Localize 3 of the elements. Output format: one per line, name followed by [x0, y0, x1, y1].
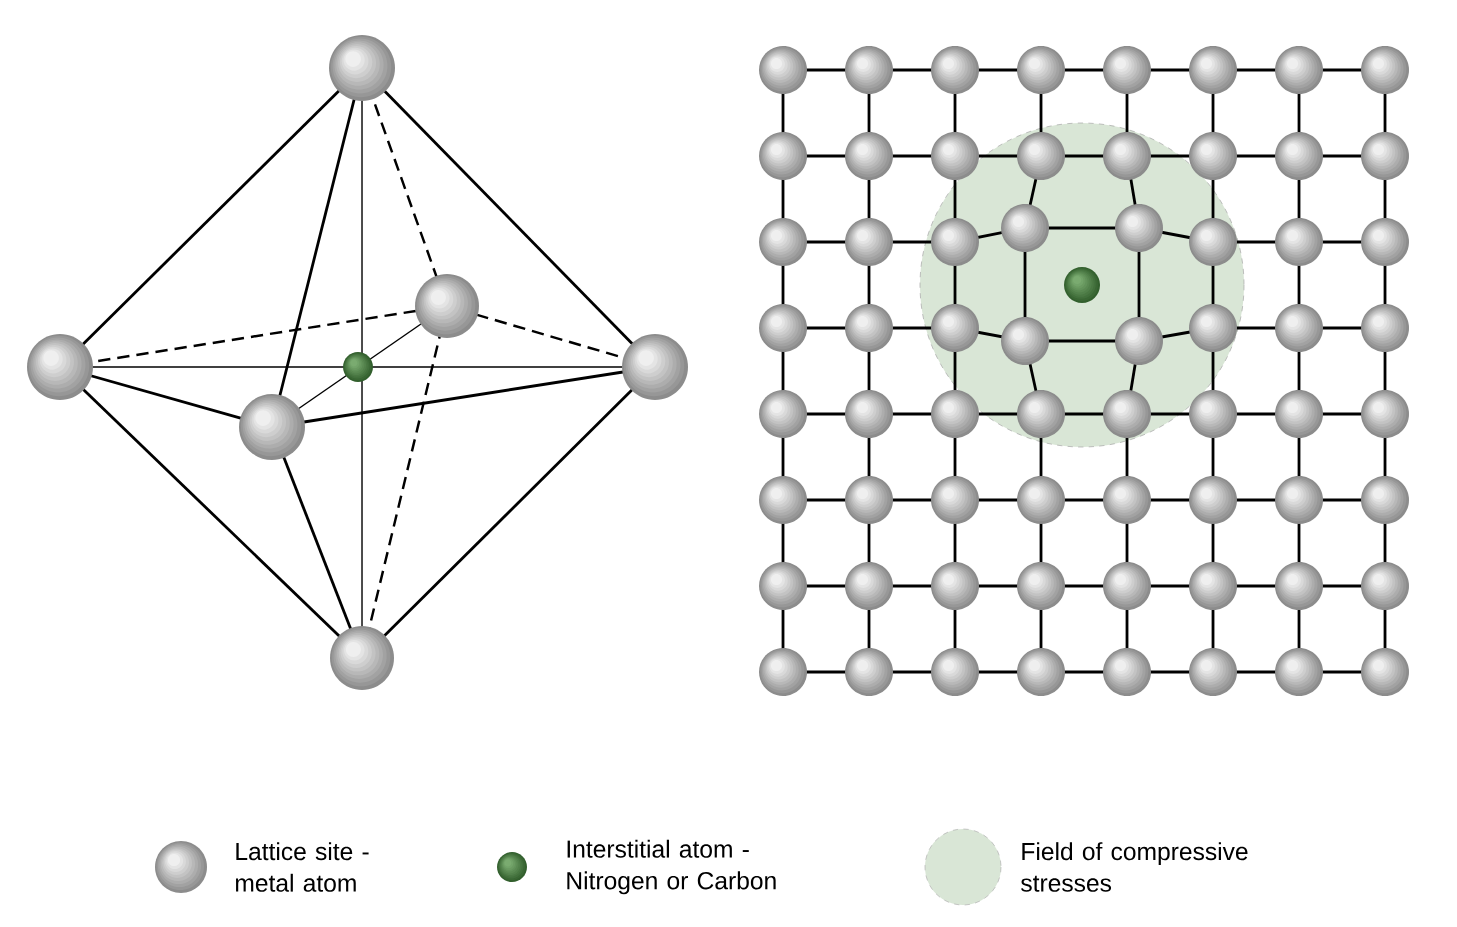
legend-text: Interstitial atom - Nitrogen or Carbon	[567, 839, 776, 895]
legend-text: Field of compressive stresses	[1021, 842, 1248, 892]
legend-text: Lattice site - metal atom	[236, 842, 369, 892]
